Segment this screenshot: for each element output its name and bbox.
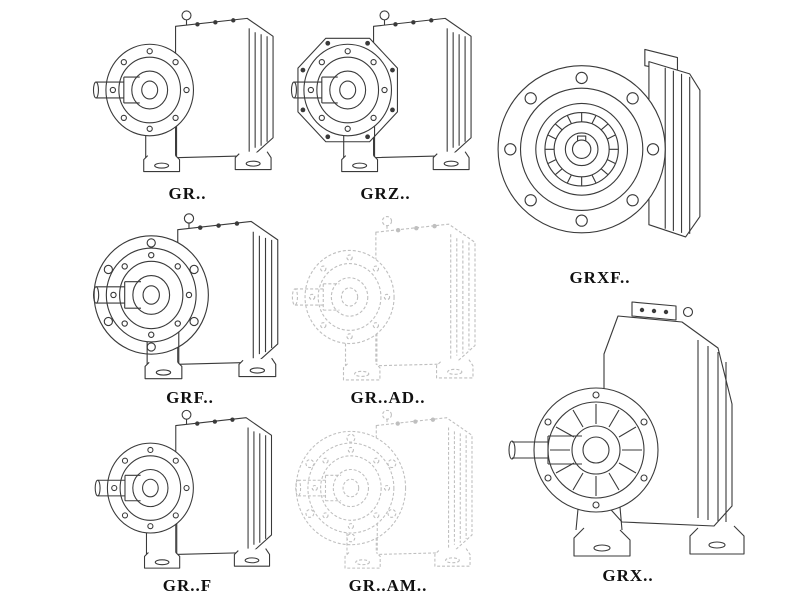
gearbox-drawing-foot-mounted [90, 406, 285, 574]
model-cell-grxf: GRXF.. [494, 2, 706, 298]
model-label-grx: GRX.. [602, 566, 654, 585]
gearbox-drawing-octagonal-endplate [288, 2, 483, 182]
model-label-grf: GRF.. [166, 388, 214, 407]
gearbox-drawing-motor-adapter-ghost [288, 406, 488, 574]
model-label-gram: GR..AM.. [348, 576, 428, 595]
model-label-grxf: GRXF.. [569, 268, 631, 287]
model-cell-grx: GRX.. [494, 292, 762, 596]
model-label-gr: GR.. [168, 184, 207, 203]
model-label-grfoot: GR..F [162, 576, 213, 595]
model-cell-grad: GR..AD.. [288, 212, 488, 414]
gearbox-drawing-flange-mounted [90, 208, 290, 386]
model-label-grad: GR..AD.. [350, 388, 426, 407]
model-cell-grfoot: GR..F [90, 406, 285, 600]
model-cell-grz: GRZ.. [288, 2, 483, 210]
model-cell-gr: GR.. [90, 2, 285, 208]
model-label-grz: GRZ.. [360, 184, 411, 203]
model-cell-gram: GR..AM.. [288, 406, 488, 600]
gearbox-drawing-front-flange-view [494, 2, 706, 266]
gearbox-drawing-input-adapter-ghost [288, 212, 488, 386]
gearbox-drawing-large-foot-mounted [494, 292, 762, 564]
model-cell-grf: GRF.. [90, 208, 290, 414]
gearbox-drawing-foot-mounted [90, 2, 285, 182]
